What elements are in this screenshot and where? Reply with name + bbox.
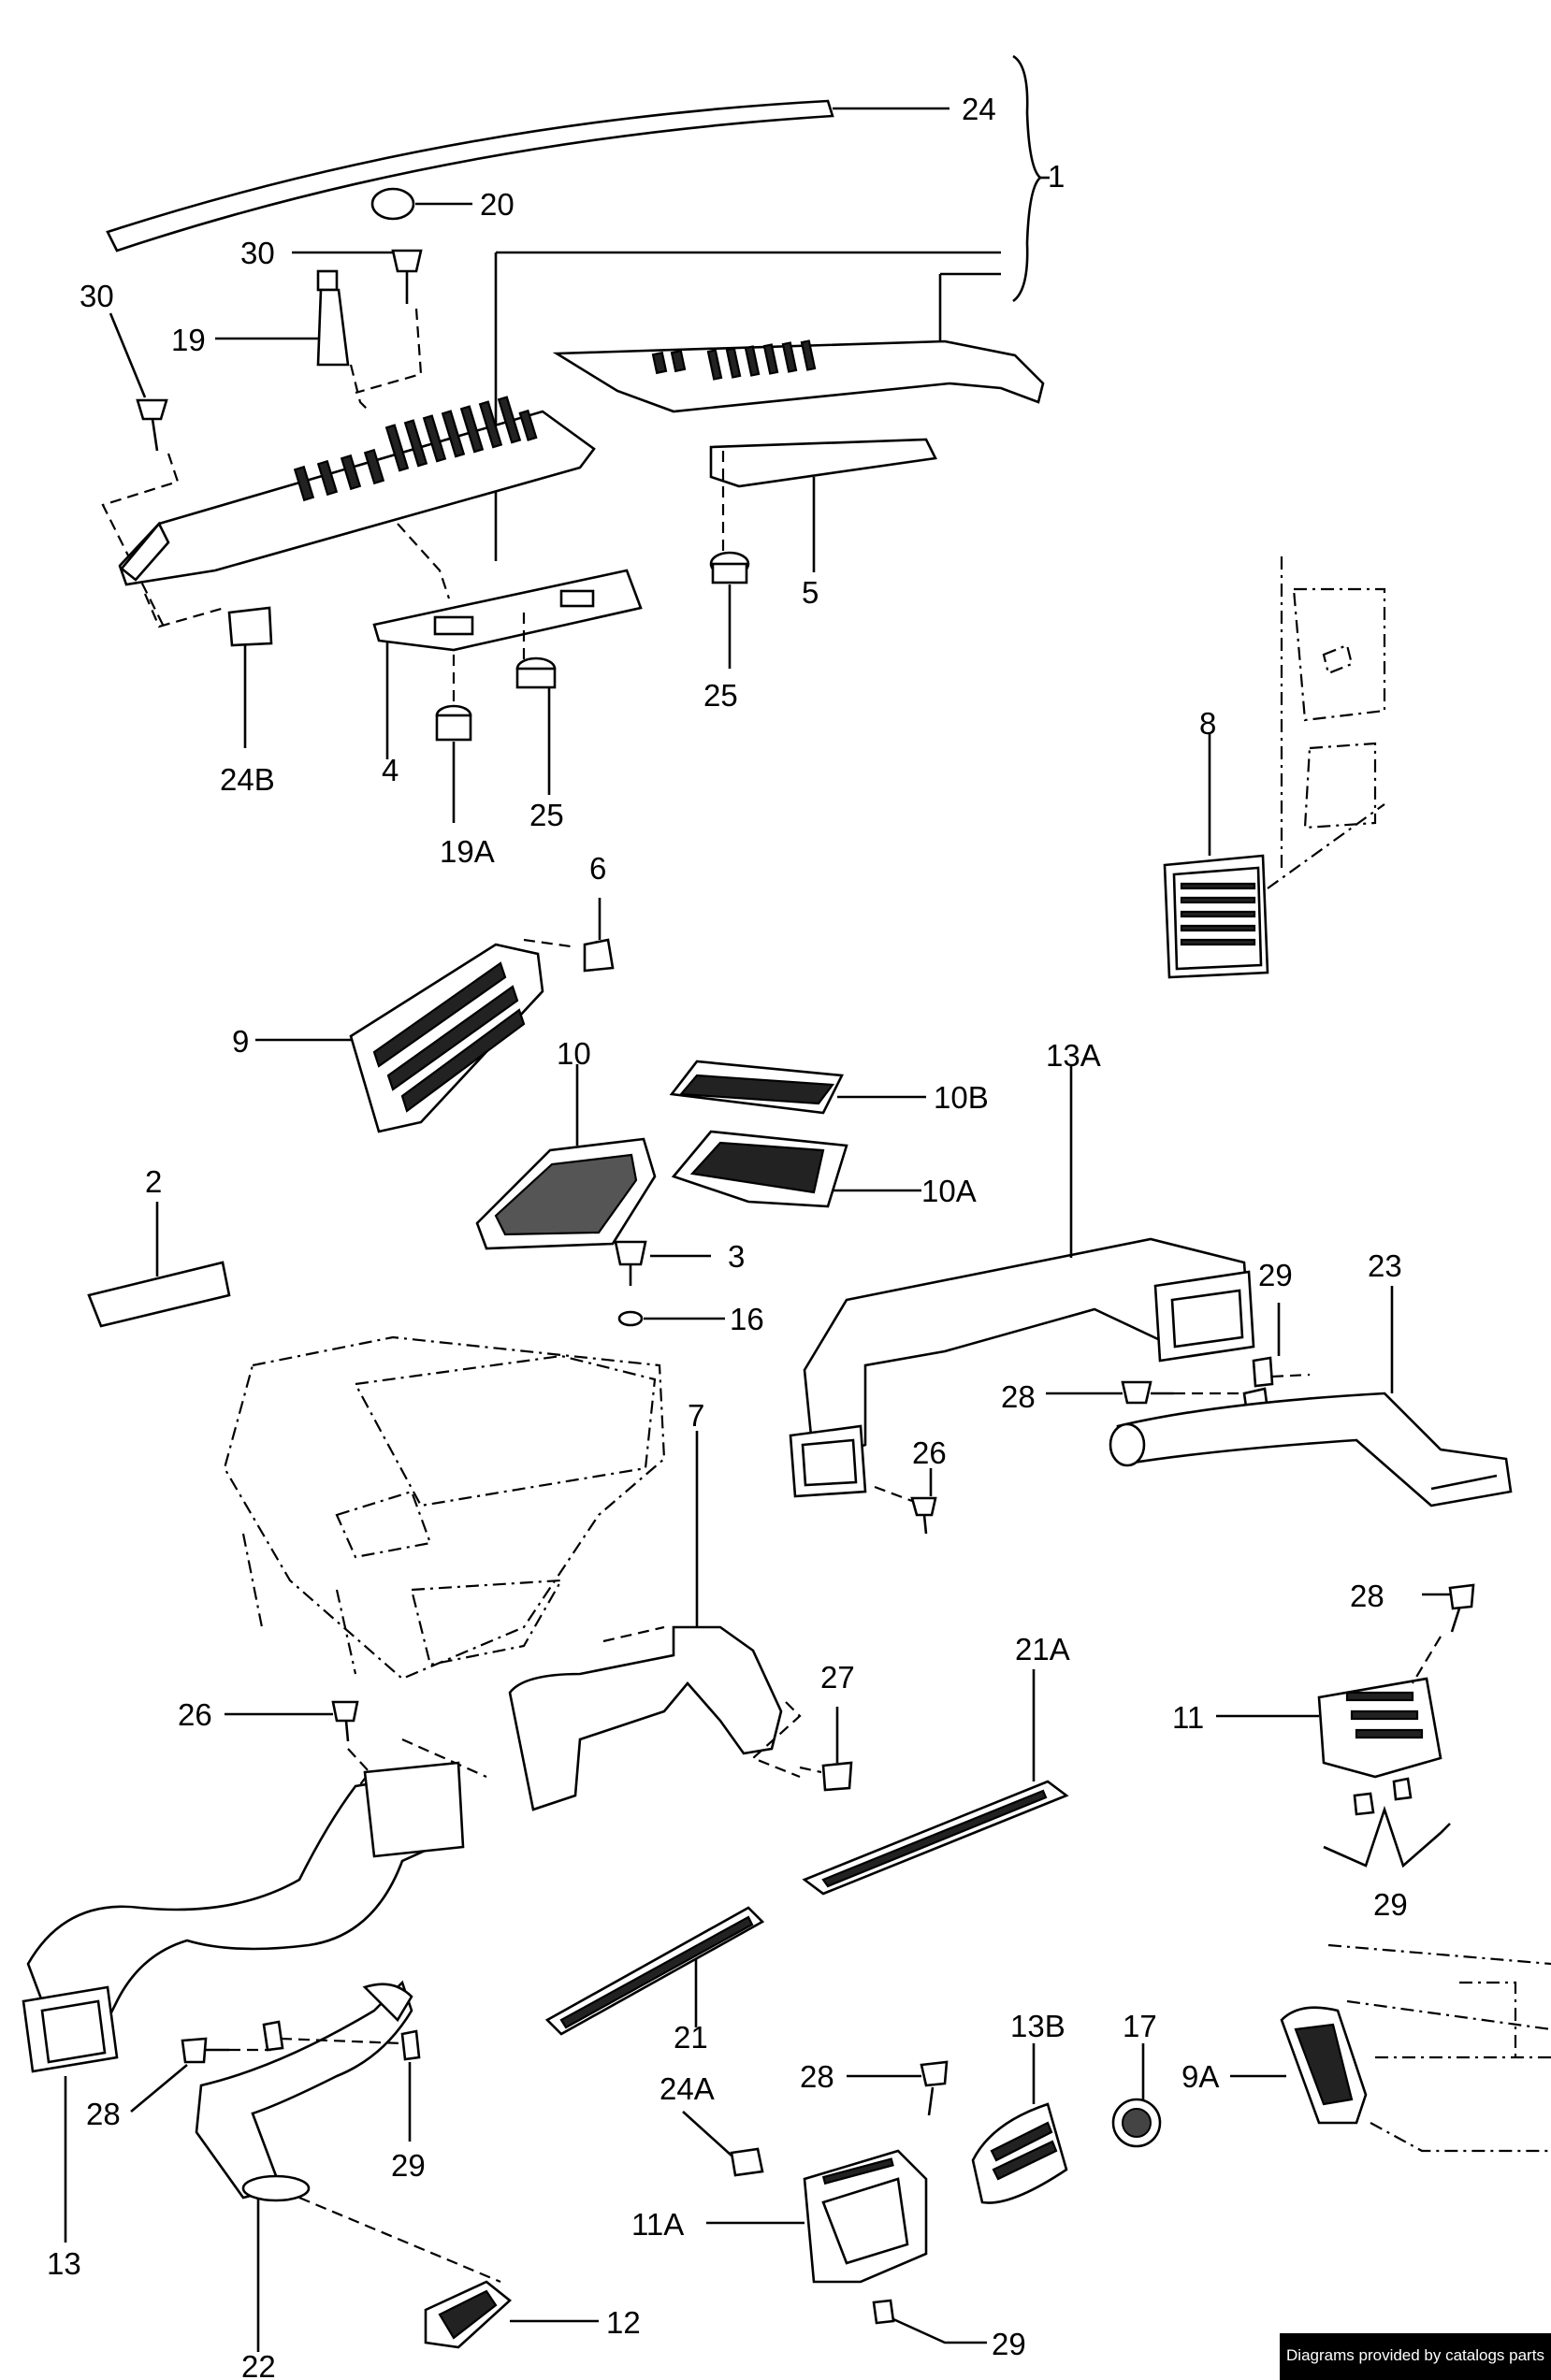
- heater-box-ghost: [223, 1335, 666, 1680]
- label-9: 9: [232, 1024, 249, 1059]
- label-23: 23: [1368, 1248, 1402, 1283]
- part-12-vent: [298, 2196, 599, 2349]
- label-29-lower: 29: [992, 2327, 1026, 2361]
- label-21A: 21A: [1015, 1632, 1070, 1666]
- label-20: 20: [480, 187, 515, 222]
- part-24B-clip: [143, 593, 273, 748]
- part-20-cap: [370, 187, 472, 221]
- label-24: 24: [962, 92, 996, 126]
- label-26-right: 26: [912, 1435, 947, 1470]
- part-9A-vent: [1230, 1943, 1551, 2153]
- part-24-seal-strip: [106, 99, 949, 252]
- label-9A: 9A: [1181, 2059, 1219, 2094]
- label-17: 17: [1123, 2009, 1157, 2043]
- part-10A-tray: [671, 1130, 921, 1208]
- part-25-grommet-left: [515, 613, 557, 795]
- label-24B: 24B: [220, 762, 275, 797]
- part-28-screw-lower-left: [130, 2037, 271, 2113]
- part-22-duct: [195, 1980, 413, 2352]
- label-30-left: 30: [80, 279, 114, 313]
- label-28-right: 28: [1350, 1579, 1384, 1613]
- part-28-screw-upper: [1046, 1380, 1249, 1405]
- part-27-screw: [799, 1707, 853, 1792]
- label-13A: 13A: [1046, 1038, 1101, 1073]
- part-2-seal: [87, 1202, 231, 1328]
- part-16-washer: [617, 1310, 725, 1327]
- label-10B: 10B: [934, 1080, 989, 1115]
- part-24A-clip: [682, 2111, 764, 2177]
- label-25-right: 25: [703, 678, 738, 713]
- part-6-clip: [523, 898, 615, 973]
- part-1-left-cowl-panel: [118, 396, 596, 586]
- label-29-right: 29: [1373, 1887, 1408, 1922]
- part-26-screw-right: [874, 1468, 937, 1535]
- part-9-grille: [255, 943, 544, 1133]
- label-29-upper: 29: [1258, 1258, 1293, 1292]
- label-30-top: 30: [240, 236, 275, 270]
- label-2: 2: [145, 1164, 162, 1199]
- label-7: 7: [688, 1398, 704, 1433]
- part-29-clip-lower-left: [262, 2020, 421, 2142]
- label-10: 10: [557, 1036, 591, 1071]
- label-19: 19: [171, 323, 206, 357]
- footer-text: Diagrams provided by catalogs parts: [1286, 2346, 1544, 2364]
- part-21A-strip: [802, 1669, 1069, 1896]
- part-30-screw-top: [292, 249, 423, 395]
- label-13: 13: [47, 2246, 81, 2281]
- label-28-lower-left: 28: [86, 2097, 121, 2131]
- label-28-upper: 28: [1001, 1379, 1036, 1414]
- bracket-1: [1012, 54, 1043, 303]
- callout-labels: 24 1 20 30 30 19 24B 4 19A 25 25 5 8 6 9…: [47, 92, 1408, 2380]
- label-26-left: 26: [178, 1697, 212, 1732]
- footer-banner: Diagrams provided by catalogs parts: [1280, 2333, 1551, 2380]
- part-13-duct: [22, 1761, 465, 2243]
- label-13B: 13B: [1010, 2009, 1065, 2043]
- part-25-grommet-right: [709, 551, 750, 669]
- label-24A: 24A: [660, 2071, 715, 2106]
- part-21-strip: [544, 1906, 765, 2036]
- label-27: 27: [820, 1660, 855, 1695]
- label-21: 21: [674, 2020, 708, 2055]
- part-10-filter-housing: [475, 1064, 657, 1250]
- label-3: 3: [728, 1239, 745, 1274]
- label-6: 6: [589, 851, 606, 886]
- part-30-screw-left: [101, 312, 180, 627]
- label-11A: 11A: [631, 2207, 684, 2242]
- label-10A: 10A: [921, 1174, 977, 1208]
- part-28-screw-right: [1412, 1583, 1475, 1684]
- part-8-vent-grille: [1163, 556, 1386, 979]
- part-13A-duct: [789, 1064, 1255, 1498]
- part-5-panel: [709, 438, 937, 572]
- part-4-panel: [372, 523, 643, 759]
- label-1: 1: [1048, 159, 1065, 194]
- label-29-lower-left: 29: [391, 2148, 426, 2183]
- part-19A-grommet: [435, 655, 472, 823]
- label-16: 16: [730, 1302, 764, 1336]
- part-26-screw-left: [225, 1700, 487, 1792]
- label-19A: 19A: [440, 834, 495, 869]
- part-10B-filter: [669, 1060, 926, 1115]
- part-1-right-cowl-panel: [552, 339, 1045, 413]
- label-28-lower: 28: [800, 2059, 834, 2094]
- label-4: 4: [382, 753, 399, 787]
- part-11-vent: [1216, 1677, 1442, 1779]
- part-11A-vent: [706, 2149, 928, 2284]
- label-11: 11: [1172, 1700, 1204, 1735]
- part-28-screw-lower: [847, 2060, 949, 2116]
- label-25-left: 25: [529, 798, 564, 832]
- part-29-clip-lower: [872, 2299, 987, 2344]
- part-13B-vent: [971, 2043, 1068, 2204]
- label-5: 5: [802, 575, 819, 610]
- part-3-screw: [614, 1240, 711, 1286]
- label-22: 22: [241, 2349, 276, 2380]
- part-19-clip: [215, 269, 370, 412]
- part-17-knob: [1111, 2043, 1162, 2148]
- part-29-clips-right: [1323, 1777, 1451, 1868]
- label-12: 12: [606, 2305, 641, 2340]
- part-7-duct: [508, 1431, 802, 1811]
- part-23-duct: [1109, 1286, 1513, 1507]
- label-8: 8: [1199, 706, 1216, 741]
